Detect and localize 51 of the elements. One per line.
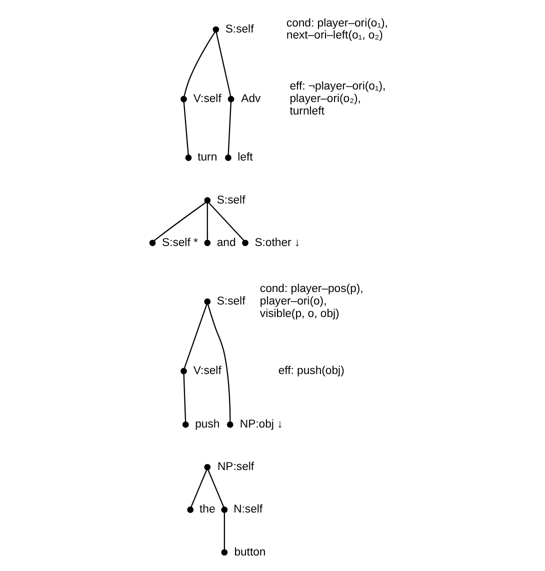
connector [207,304,231,422]
node-label: N:self [234,504,263,516]
node-label: S:self [216,194,246,206]
label: eff: push(obj) [278,365,344,378]
node-label: S:other ↓ [254,236,300,249]
connector [190,470,208,508]
node-label: S:self [225,23,254,36]
connector [208,202,244,241]
node-circle [226,421,234,428]
node-circle [204,464,211,470]
node-label: turn [198,152,218,164]
node-label: push [195,418,220,431]
node-circle [204,197,211,204]
node-circle [228,96,234,102]
connector [154,202,206,242]
node-label: S:self [216,296,246,308]
label: cond: player–pos(p), player–ori(o), visible(p, o, obj) [260,283,364,320]
connector [184,304,208,369]
node-label: and [216,236,236,249]
node-circle [204,298,211,305]
node-circle [225,154,232,161]
connector [183,102,189,155]
node-label: button [234,546,266,558]
label: eff: ¬player–ori(o₁), player–ori(o₂), turnleft [290,80,386,118]
label: cond: player–ori(o₁), next–ori–left(o₁, o₂) [286,17,388,42]
node-circle [185,154,192,161]
node-circle [212,26,220,33]
connector [224,512,225,550]
node-circle [204,240,211,246]
node-circle [242,240,248,246]
node-circle [180,368,187,374]
node-circle [221,506,228,513]
node-label: the [200,504,216,516]
connector [206,203,208,240]
node-label: S:self * [162,236,198,249]
node-label: left [238,152,253,164]
node-circle [180,96,187,102]
connector [183,374,186,422]
node-label: V:self [193,93,222,106]
node-circle [182,421,189,428]
connector [228,102,232,155]
node-label: NP:obj ↓ [240,418,283,431]
node-label: NP:self [217,461,254,474]
node-label: Adv [241,93,261,106]
connector [208,470,224,508]
connector [216,32,232,96]
connector [184,32,216,96]
node-label: V:self [193,365,222,378]
node-circle [221,549,228,556]
node-circle [187,506,194,513]
node-circle [149,240,156,246]
